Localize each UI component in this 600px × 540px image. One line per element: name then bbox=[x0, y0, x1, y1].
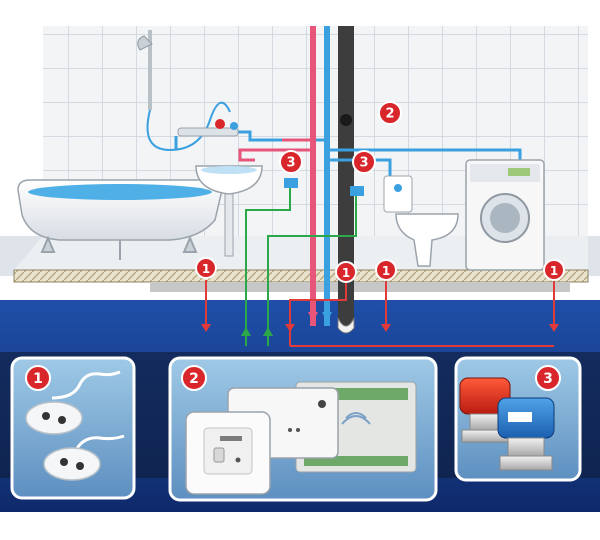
controller-led-icon bbox=[318, 400, 326, 408]
panel-sensors: 1 bbox=[10, 356, 136, 500]
control-panel-display bbox=[220, 436, 242, 441]
flush-button-icon bbox=[394, 184, 402, 192]
bath-mixer bbox=[177, 127, 239, 137]
sensor-signal-lines bbox=[205, 280, 555, 347]
control-line-left-valve bbox=[245, 186, 291, 346]
ceiling-void bbox=[150, 282, 570, 292]
drain-outlet bbox=[337, 317, 355, 334]
sensor-cable-2 bbox=[74, 434, 125, 451]
hot-pipe-arrow bbox=[308, 312, 318, 322]
toilet-bowl bbox=[395, 213, 459, 267]
shower-hose bbox=[146, 101, 231, 152]
sewer-stack bbox=[338, 26, 354, 326]
toilet-cistern bbox=[383, 175, 413, 213]
badge-valve-left-label: 3 bbox=[286, 156, 295, 171]
panel-sensors-number: 1 bbox=[33, 371, 43, 387]
control-panel-led-icon bbox=[235, 457, 241, 463]
shower-rail bbox=[148, 30, 152, 110]
valve-control-lines bbox=[245, 186, 357, 346]
cold-branch-toilet bbox=[330, 158, 392, 178]
valve-cold-small bbox=[350, 186, 364, 196]
panel-valves: 3 bbox=[454, 356, 582, 482]
control-panel-switch bbox=[213, 447, 225, 463]
bathtub-feet bbox=[40, 235, 198, 260]
washbasin-bowl bbox=[201, 166, 257, 174]
signal-line-stack bbox=[289, 280, 347, 346]
cold-water-riser bbox=[324, 26, 330, 326]
bathtub-water bbox=[28, 184, 212, 200]
badge-sensor-stack-label: 1 bbox=[342, 266, 350, 280]
badge-valve-right-label: 3 bbox=[359, 156, 368, 171]
wireless-icon bbox=[341, 412, 371, 425]
blue-valve-body bbox=[507, 437, 545, 457]
washing-machine-glass bbox=[490, 203, 520, 233]
badge-sensor-washer: 1 bbox=[543, 259, 565, 281]
control-panel-face bbox=[203, 427, 253, 475]
leak-sensor-2-icon bbox=[43, 447, 101, 481]
red-valve-body bbox=[469, 413, 503, 431]
signal-arrows bbox=[201, 324, 559, 332]
washbasin-pedestal bbox=[224, 193, 234, 257]
panel-controller: 2 bbox=[168, 356, 438, 502]
control-line-right-valve bbox=[267, 196, 357, 346]
sensor-cable-1 bbox=[51, 370, 121, 400]
floor-slab bbox=[13, 269, 589, 283]
panel-valves-number: 3 bbox=[543, 371, 553, 387]
blue-valve-pipe bbox=[499, 455, 553, 471]
hot-water-riser bbox=[310, 26, 316, 326]
blue-valve-label bbox=[508, 412, 532, 422]
badge-controller-top: 2 bbox=[378, 101, 402, 125]
controller-terminals-bottom bbox=[304, 456, 408, 466]
floor-surface bbox=[14, 236, 588, 270]
shower-head-icon bbox=[137, 35, 153, 51]
hot-branch-sink bbox=[238, 148, 310, 162]
badge-sensor-stack: 1 bbox=[335, 261, 357, 283]
bottom-margin bbox=[0, 512, 600, 540]
badge-sensor-toilet: 1 bbox=[375, 259, 397, 281]
valve-hot-small bbox=[284, 178, 298, 188]
badge-valve-right: 3 bbox=[352, 150, 376, 174]
stack-inspection-cap bbox=[340, 114, 352, 126]
badge-sensor-tub-label: 1 bbox=[202, 262, 210, 276]
washing-machine-display bbox=[508, 168, 530, 176]
control-arrows bbox=[241, 327, 273, 336]
cold-tap-icon bbox=[230, 122, 238, 130]
badge-sensor-washer-label: 1 bbox=[550, 264, 558, 278]
badge-controller-top-label: 2 bbox=[385, 107, 394, 122]
badge-valve-left: 3 bbox=[279, 150, 303, 174]
cold-pipe-arrow bbox=[322, 312, 332, 322]
badge-sensor-toilet-label: 1 bbox=[382, 264, 390, 278]
hot-tap-icon bbox=[215, 119, 225, 129]
badge-sensor-tub: 1 bbox=[195, 257, 217, 279]
panel-controller-number: 2 bbox=[189, 371, 199, 387]
leak-sensor-1-icon bbox=[25, 401, 83, 435]
